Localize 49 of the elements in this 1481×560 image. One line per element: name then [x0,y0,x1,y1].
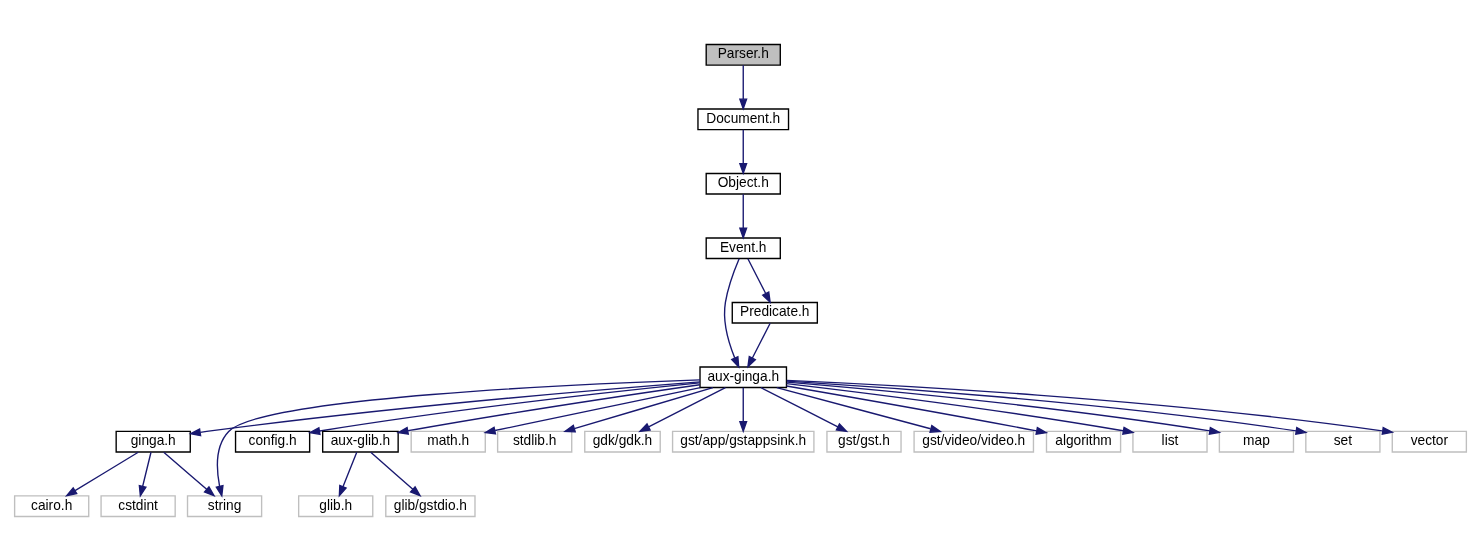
arrow [307,381,701,435]
arrow [396,383,701,435]
node-box: cairo.h [13,494,90,517]
arrow [785,382,1135,435]
node-box: math.h [410,430,486,453]
arrow [723,257,740,369]
node-box: string [186,494,263,517]
arrow [738,386,748,433]
node-box: vector [1391,430,1468,453]
arrow [370,451,422,497]
node-box: aux-ginga.h [699,365,788,388]
arrow [760,386,849,432]
node-box: Document.h [697,107,790,130]
node-box: gdk/gdk.h [584,430,661,453]
node-box: config.h [234,430,311,453]
arrow [138,451,152,498]
arrow [215,378,701,498]
node-box: Event.h [705,236,781,259]
node-box: gst/video/video.h [913,430,1035,453]
node-box: ginga.h [115,430,191,453]
arrow [738,193,748,240]
node-box: glib.h [297,494,374,517]
arrow [776,386,943,433]
node-box: Object.h [705,172,781,195]
arrow [64,451,139,497]
arrow [338,451,358,498]
node-box: map [1218,430,1295,453]
arrow [163,451,216,497]
node-box: gst/gst.h [826,430,902,453]
node-box: Predicate.h [731,301,819,324]
arrow [738,64,748,111]
arrow [738,128,748,175]
arrow [638,386,727,432]
arrow [746,322,771,369]
arrow [747,257,772,304]
arrow [786,380,1222,435]
node-box: glib/gstdio.h [385,494,476,517]
node-box: algorithm [1045,430,1122,453]
arrow [483,386,702,435]
arrow [785,384,1049,435]
arrow [563,386,714,433]
node-box: Parser.h [705,43,781,66]
node-box: set [1305,430,1381,453]
node-box: aux-glib.h [322,430,399,453]
arrow [188,380,701,437]
node-box: stdlib.h [496,430,573,453]
node-box: list [1132,430,1208,453]
node-box: cstdint [100,494,176,517]
node-box: gst/app/gstappsink.h [671,430,815,453]
